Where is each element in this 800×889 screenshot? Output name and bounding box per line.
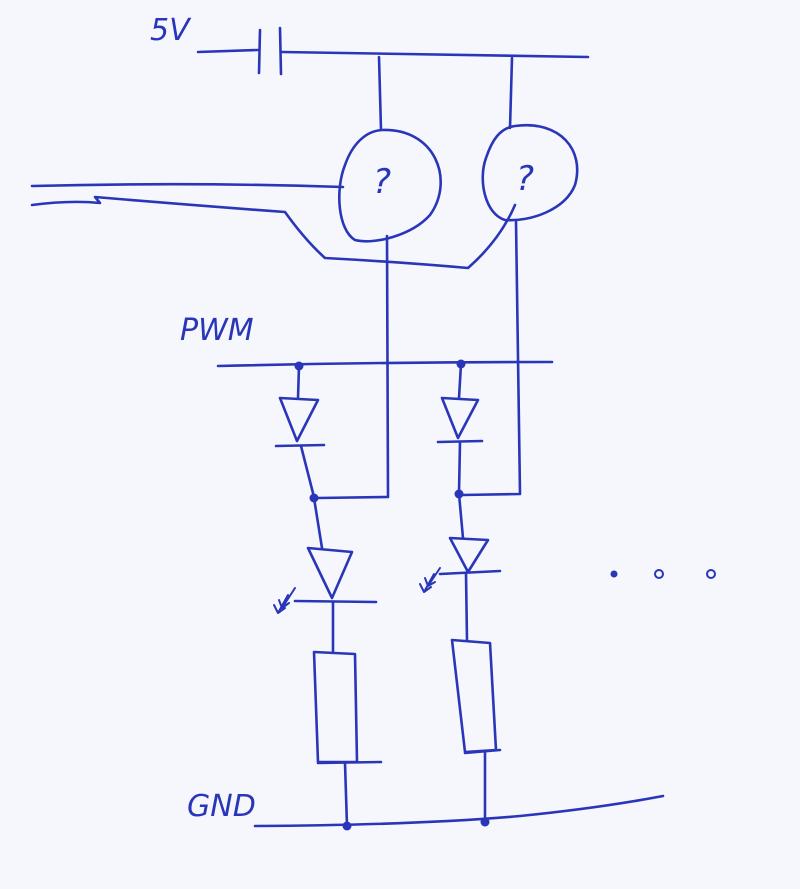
component-2-output-wire — [460, 219, 522, 497]
unknown-component-1-outline — [338, 128, 442, 243]
branch-1-led — [306, 546, 354, 600]
control-wire-1 — [30, 182, 345, 189]
branch-1-led-light-arrows — [273, 587, 296, 614]
gnd-label: GND — [187, 789, 256, 824]
supply-lead-wire — [196, 48, 260, 54]
branch-2-resistor-cap — [463, 748, 502, 755]
branch-1-wire-to-gnd — [343, 761, 349, 828]
branch-2-wire-to-resistor — [464, 572, 469, 642]
control-wire-2 — [30, 195, 517, 270]
ellipsis-dot-3 — [706, 569, 716, 579]
branch-1 — [273, 361, 383, 831]
supply-bus-wire — [280, 50, 590, 59]
unknown-component-2-outline — [481, 123, 579, 222]
capacitor-plate-right — [278, 26, 283, 76]
branch-2-wire-top — [457, 362, 463, 400]
pwm-bus-wire — [216, 360, 554, 368]
branch-2-wire-to-led — [457, 492, 465, 540]
branch-1-led-bar — [293, 599, 378, 604]
branch-2 — [419, 359, 502, 827]
branch-2-diode — [440, 396, 480, 440]
unknown-component-1-label: ? — [373, 162, 391, 202]
branch-2-wire-mid — [457, 440, 462, 495]
branch-2-resistor — [450, 638, 498, 754]
unknown-component-2-label: ? — [516, 159, 534, 199]
supply-drop-1 — [377, 55, 383, 132]
ellipsis-dot-2 — [654, 569, 664, 579]
component-1-output-wire — [316, 234, 390, 500]
pwm-label: PWM — [180, 313, 254, 348]
unknown-component-2: ? — [481, 123, 579, 222]
capacitor-plate-left — [257, 28, 262, 75]
branch-2-led-light-arrows — [419, 567, 441, 593]
branch-2-led-bar — [438, 569, 502, 576]
gnd-rail: GND — [187, 789, 665, 828]
branch-1-diode — [278, 396, 320, 443]
branch-1-wire-to-led — [312, 496, 324, 550]
branch-1-wire-top — [296, 364, 301, 400]
gnd-bus-wire — [253, 794, 665, 828]
supply-drop-2 — [508, 56, 514, 130]
pwm-rail: PWM — [180, 313, 554, 368]
ellipsis-dot-1 — [610, 570, 618, 578]
branch-2-led — [448, 536, 490, 574]
more-branches-ellipsis — [610, 569, 716, 579]
branch-1-wire-mid — [299, 444, 316, 499]
supply-rail: 5V — [150, 13, 590, 76]
supply-label: 5V — [150, 13, 192, 48]
branch-1-resistor — [312, 650, 359, 764]
branch-1-resistor-cap — [316, 760, 383, 765]
unknown-component-1: ? — [338, 128, 442, 243]
